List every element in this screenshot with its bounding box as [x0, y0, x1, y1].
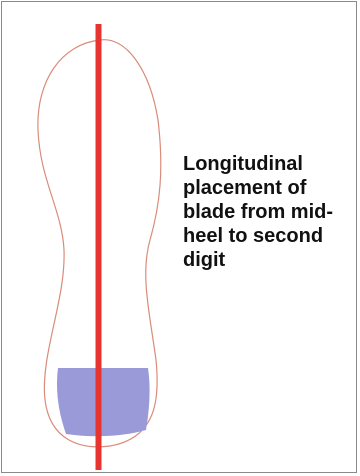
heel-pad	[57, 368, 150, 436]
caption-line-4: heel to second	[183, 225, 323, 247]
caption-text: Longitudinal placement of blade from mid…	[183, 152, 353, 272]
caption-line-2: placement of	[183, 177, 306, 199]
caption-line-5: digit	[183, 249, 225, 271]
caption-line-3: blade from mid-	[183, 201, 333, 223]
caption-line-1: Longitudinal	[183, 153, 303, 175]
blade-line	[96, 24, 102, 470]
